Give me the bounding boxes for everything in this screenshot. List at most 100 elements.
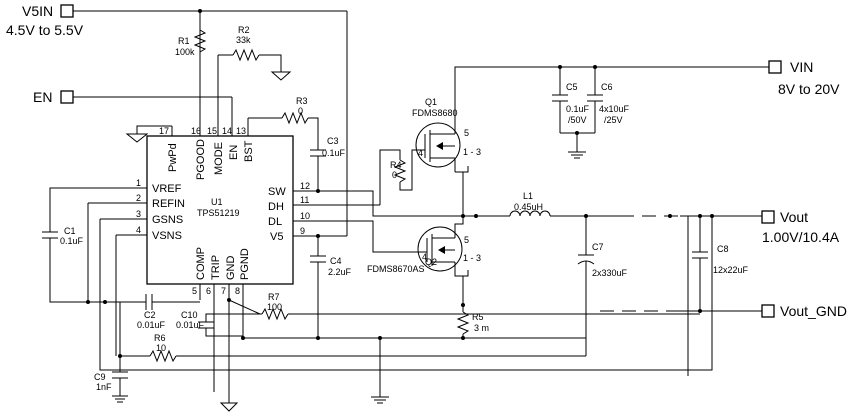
capacitor-c8: C8 12x22uF <box>692 216 749 311</box>
pin-num-9: 9 <box>300 226 305 236</box>
resistor-r3: R3 0 <box>248 96 319 150</box>
r7-value: 100 <box>267 302 282 312</box>
r6-ref: R6 <box>154 333 166 343</box>
pin-num-14: 14 <box>222 126 232 136</box>
resistor-r5: R5 3 m <box>456 305 489 338</box>
ic-u1: U1 TPS51219 1 2 3 4 VREF REFIN GSNS VSNS… <box>88 10 352 403</box>
terminal-v5in: V5IN 4.5V to 5.5V <box>6 3 84 38</box>
pin-num-12: 12 <box>300 181 310 191</box>
switch-node <box>461 214 510 218</box>
c6-value: 4x10uF <box>599 104 630 114</box>
vsense-lines <box>86 203 713 376</box>
q2-part: FDMS8670AS <box>367 264 425 274</box>
inductor-l1: L1 0.45uH <box>509 191 551 217</box>
v5in-range: 4.5V to 5.5V <box>6 22 84 38</box>
c4-value: 2.2uF <box>328 267 352 277</box>
vout-spec: 1.00V/10.4A <box>762 229 840 245</box>
c1-value: 0.1uF <box>60 236 84 246</box>
pin-trip: TRIP <box>210 255 222 280</box>
pin-sw: SW <box>268 186 286 198</box>
pin-num-11: 11 <box>300 195 309 205</box>
c4-ref: C4 <box>330 256 342 266</box>
q2-pin-s: 1 - 3 <box>463 253 481 263</box>
pin-num-5: 5 <box>192 286 197 296</box>
mosfet-q2: Q2 FDMS8670AS 4 5 1 - 3 <box>367 216 481 307</box>
pin-num-2: 2 <box>136 193 141 203</box>
c10-value: 0.01uF <box>176 320 205 330</box>
c5-value: 0.1uF <box>566 104 590 114</box>
resistor-r4: R4 0 <box>390 149 421 191</box>
r3-ref: R3 <box>296 96 308 106</box>
pin-gsns: GSNS <box>152 214 183 226</box>
pin-num-10: 10 <box>300 211 310 221</box>
vout-label: Vout <box>780 209 808 225</box>
r1-value: 100k <box>175 47 195 57</box>
pgnd-bus <box>241 336 586 404</box>
pin-refin: REFIN <box>152 198 185 210</box>
r1-ref: R1 <box>178 36 190 46</box>
q2-pin-g: 4 <box>422 252 427 262</box>
vin-label: VIN <box>790 59 813 75</box>
mosfet-q1: Q1 FDMS8680 4 5 1 - 3 <box>412 97 481 216</box>
q1-pin-s: 1 - 3 <box>463 147 481 157</box>
q1-part: FDMS8680 <box>412 108 458 118</box>
c9-value: 1nF <box>96 382 112 392</box>
vout-rail <box>550 214 762 218</box>
r3-value: 0 <box>298 106 303 116</box>
resistor-r1: R1 100k <box>175 29 207 57</box>
ground-return <box>585 310 700 356</box>
capacitor-c9: C9 1nF <box>94 356 128 403</box>
capacitor-c5: C5 0.1uF /50V <box>552 67 590 133</box>
terminal-vin: VIN 8V to 20V <box>768 59 840 97</box>
resistor-r7: R7 100 <box>214 292 700 321</box>
c2-ref: C2 <box>144 310 156 320</box>
r5-ref: R5 <box>472 312 484 322</box>
pin-dh: DH <box>268 201 284 213</box>
vin-range: 8V to 20V <box>778 81 840 97</box>
r4-value: 0 <box>392 170 397 180</box>
sw-wire <box>318 190 463 217</box>
c10-ref: C10 <box>181 310 198 320</box>
c1-ref: C1 <box>64 226 76 236</box>
c6-voltage: /25V <box>604 115 623 125</box>
q1-ref: Q1 <box>425 97 437 107</box>
pin-mode: MODE <box>213 142 225 175</box>
en-label: EN <box>33 89 52 105</box>
pin-pgood: PGOOD <box>195 139 207 180</box>
ground-symbol-pwpd <box>125 125 172 143</box>
q2-pin-d: 5 <box>464 235 469 245</box>
c3-ref: C3 <box>327 136 339 146</box>
pin-pwpd: PwPd <box>167 143 179 172</box>
c2-value: 0.01uF <box>137 320 166 330</box>
capacitor-c7: C7 2x330uF <box>577 216 628 338</box>
v5in-rail <box>73 9 348 236</box>
capacitor-c2: C2 0.01uF <box>105 294 200 330</box>
vout-gnd-label: Vout_GND <box>780 303 847 319</box>
l1-ref: L1 <box>523 191 533 201</box>
resistor-r6: R6 10 <box>120 333 586 363</box>
ic-part: TPS51219 <box>197 208 240 218</box>
pin-num-16: 16 <box>191 126 201 136</box>
r2-ref: R2 <box>238 25 250 35</box>
c8-ref: C8 <box>717 244 729 254</box>
c9-ref: C9 <box>94 372 106 382</box>
pin-num-13: 13 <box>236 126 246 136</box>
pin-comp: COMP <box>195 247 207 280</box>
capacitor-c10: C10 0.01uF <box>176 310 243 337</box>
q1-pin-g: 4 <box>418 148 423 158</box>
c7-value: 2x330uF <box>592 268 628 278</box>
capacitor-c6: C6 4x10uF /25V <box>587 67 630 133</box>
l1-value: 0.45uH <box>514 202 543 212</box>
terminal-en: EN <box>33 89 74 105</box>
pin-vsns: VSNS <box>152 230 182 242</box>
q2-ref: Q2 <box>425 257 437 267</box>
terminal-vout: Vout 1.00V/10.4A <box>761 209 840 245</box>
capacitor-c4: C4 2.2uF <box>310 234 352 338</box>
q1-pin-d: 5 <box>464 128 469 138</box>
r5-value: 3 m <box>474 323 489 333</box>
ground-symbol-vin <box>560 131 595 159</box>
capacitor-c1: C1 0.1uF <box>42 187 120 303</box>
r2-value: 33k <box>236 35 251 45</box>
resistor-r2: R2 33k <box>218 25 292 81</box>
